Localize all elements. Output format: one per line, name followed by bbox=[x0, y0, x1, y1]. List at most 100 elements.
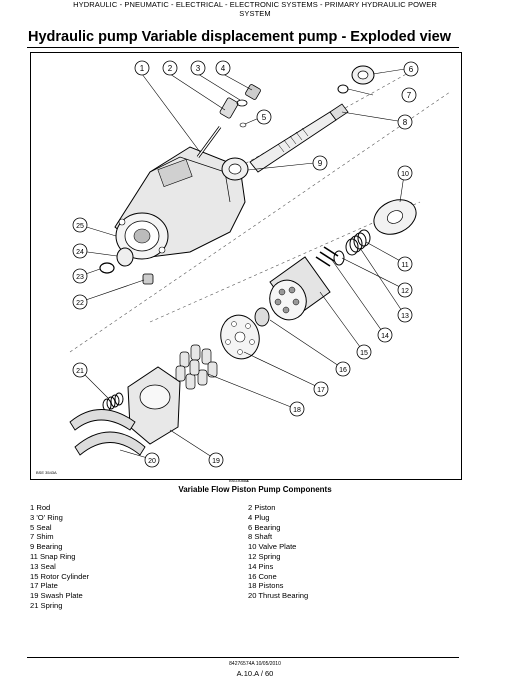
valve-plate bbox=[373, 199, 417, 235]
callout-4: 4 bbox=[215, 60, 231, 76]
parts-list-right: 2 Piston 4 Plug 6 Bearing 8 Shaft 10 Val… bbox=[248, 503, 308, 601]
callout-15: 15 bbox=[356, 344, 372, 360]
part-item: 12 Spring bbox=[248, 551, 281, 561]
part-item: 13 Seal bbox=[30, 561, 56, 571]
callout-6: 6 bbox=[403, 61, 419, 77]
part-item: 17 Plate bbox=[30, 581, 58, 591]
callout-5: 5 bbox=[256, 109, 272, 125]
svg-text:20: 20 bbox=[148, 458, 156, 465]
footer-rule bbox=[27, 657, 459, 658]
o-ring-part bbox=[99, 262, 115, 274]
part-item: 6 Bearing bbox=[248, 522, 281, 532]
callout-14: 14 bbox=[377, 327, 393, 343]
callout-23: 23 bbox=[72, 268, 88, 284]
callout-9: 9 bbox=[312, 155, 328, 171]
part-item: 8 Shaft bbox=[248, 532, 273, 542]
svg-text:23: 23 bbox=[76, 274, 84, 281]
part-item: 5 Seal bbox=[30, 522, 52, 532]
shaft-assembly bbox=[221, 65, 375, 181]
svg-text:6: 6 bbox=[409, 65, 414, 74]
footer-page-number: A.10.A / 60 bbox=[236, 669, 274, 678]
svg-text:22: 22 bbox=[76, 300, 84, 307]
exploded-view-figure: 1 2 3 4 5 6 7 8 9 10 11 12 13 14 15 16 1… bbox=[30, 52, 462, 480]
part-item: 11 Snap Ring bbox=[30, 551, 76, 561]
callout-25: 25 bbox=[72, 217, 88, 233]
spring-pins bbox=[315, 229, 371, 267]
parts-list-left: 1 Rod 3 'O' Ring 5 Seal 7 Shim 9 Bearing… bbox=[30, 503, 89, 611]
svg-text:25: 25 bbox=[76, 223, 84, 230]
retainer-plate bbox=[220, 314, 260, 360]
callout-16: 16 bbox=[335, 361, 351, 377]
callout-13: 13 bbox=[397, 307, 413, 323]
figure-code: BSD3088A bbox=[229, 478, 249, 483]
title-rule bbox=[27, 47, 459, 48]
callout-24: 24 bbox=[72, 243, 88, 259]
callout-3: 3 bbox=[190, 60, 206, 76]
rotor-cylinder bbox=[269, 256, 331, 321]
svg-text:8: 8 bbox=[403, 118, 408, 127]
callout-22: 22 bbox=[72, 294, 88, 310]
svg-text:16: 16 bbox=[339, 367, 347, 374]
callout-11: 11 bbox=[397, 256, 413, 272]
svg-text:9: 9 bbox=[318, 159, 323, 168]
svg-text:18: 18 bbox=[293, 407, 301, 414]
plug-part bbox=[142, 273, 154, 285]
svg-text:5: 5 bbox=[262, 113, 267, 122]
callout-18: 18 bbox=[289, 401, 305, 417]
svg-text:4: 4 bbox=[221, 64, 226, 73]
part-item: 21 Spring bbox=[30, 600, 63, 610]
part-item: 20 Thrust Bearing bbox=[248, 591, 309, 601]
exploded-view-drawing: 1 2 3 4 5 6 7 8 9 10 11 12 13 14 15 16 1… bbox=[30, 52, 462, 480]
callout-7: 7 bbox=[401, 87, 417, 103]
callout-20: 20 bbox=[144, 452, 160, 468]
callout-10: 10 bbox=[397, 165, 413, 181]
pump-housing bbox=[114, 146, 246, 260]
svg-text:11: 11 bbox=[401, 262, 408, 269]
svg-text:14: 14 bbox=[381, 333, 389, 340]
part-item: 16 Cone bbox=[248, 571, 277, 581]
svg-text:7: 7 bbox=[407, 91, 412, 100]
part-item: 4 Plug bbox=[248, 512, 270, 522]
svg-text:17: 17 bbox=[317, 387, 325, 394]
figure-corner-code: BSE 3543A bbox=[36, 470, 57, 475]
svg-text:1: 1 bbox=[140, 64, 145, 73]
part-item: 7 Shim bbox=[30, 532, 54, 542]
svg-text:15: 15 bbox=[360, 350, 368, 357]
figure-number: 1 bbox=[246, 478, 249, 483]
callout-1: 1 bbox=[134, 60, 150, 76]
part-item: 18 Pistons bbox=[248, 581, 284, 591]
section-header-line2: SYSTEM bbox=[239, 9, 271, 18]
part-item: 15 Rotor Cylinder bbox=[30, 571, 90, 581]
svg-text:10: 10 bbox=[401, 171, 409, 178]
part-item: 3 'O' Ring bbox=[30, 512, 63, 522]
section-header: HYDRAULIC - PNEUMATIC - ELECTRICAL - ELE… bbox=[0, 0, 510, 18]
svg-text:13: 13 bbox=[401, 313, 409, 320]
figure-caption: Variable Flow Piston Pump Components bbox=[178, 485, 332, 494]
callout-2: 2 bbox=[162, 60, 178, 76]
part-item: 19 Swash Plate bbox=[30, 591, 83, 601]
part-item: 2 Piston bbox=[248, 503, 276, 512]
svg-text:24: 24 bbox=[76, 249, 84, 256]
page-title: Hydraulic pump Variable displacement pum… bbox=[28, 29, 452, 45]
svg-text:2: 2 bbox=[168, 64, 173, 73]
thrust-bearings bbox=[69, 409, 146, 456]
callout-8: 8 bbox=[397, 114, 413, 130]
swash-spring bbox=[102, 392, 124, 412]
cone bbox=[254, 307, 270, 327]
part-item: 10 Valve Plate bbox=[248, 542, 297, 552]
seal-part bbox=[116, 247, 134, 267]
callout-17: 17 bbox=[313, 381, 329, 397]
svg-text:3: 3 bbox=[196, 64, 201, 73]
callout-21: 21 bbox=[72, 362, 88, 378]
pistons bbox=[175, 344, 218, 390]
callout-12: 12 bbox=[397, 282, 413, 298]
part-item: 1 Rod bbox=[30, 503, 51, 512]
svg-text:21: 21 bbox=[76, 368, 84, 375]
svg-text:12: 12 bbox=[401, 288, 409, 295]
svg-text:19: 19 bbox=[212, 458, 220, 465]
section-header-line1: HYDRAULIC - PNEUMATIC - ELECTRICAL - ELE… bbox=[73, 0, 437, 9]
footer-doc-id: 84276574A 10/05/2010 bbox=[229, 661, 281, 667]
part-item: 14 Pins bbox=[248, 561, 274, 571]
callout-19: 19 bbox=[208, 452, 224, 468]
part-item: 9 Bearing bbox=[30, 542, 63, 552]
